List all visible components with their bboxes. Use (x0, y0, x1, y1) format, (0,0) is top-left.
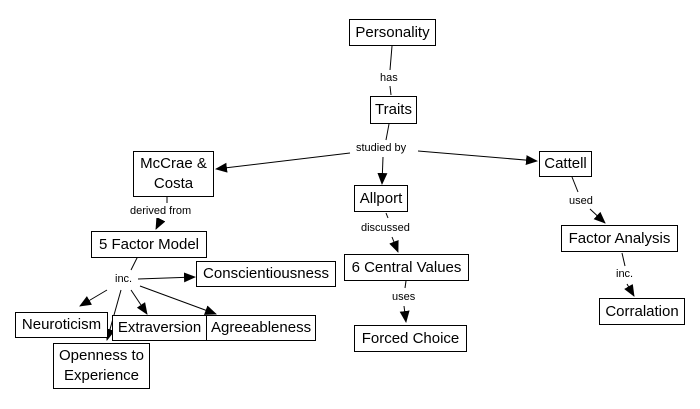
edge-inc-agreeableness (139, 285, 217, 315)
node-agreeableness[interactable]: Agreeableness (206, 315, 316, 341)
edge-5factor-inc (130, 255, 139, 271)
edge-allport-discussed (385, 212, 389, 219)
edge-derived-5factor (155, 216, 166, 230)
node-neuroticism[interactable]: Neuroticism (15, 312, 108, 338)
node-personality[interactable]: Personality (349, 19, 436, 46)
link-label-used[interactable]: used (567, 195, 595, 208)
node-six-central-values[interactable]: 6 Central Values (344, 254, 469, 281)
node-traits[interactable]: Traits (370, 96, 417, 124)
edge-traits-studied (385, 123, 390, 141)
node-factor-analysis[interactable]: Factor Analysis (561, 225, 678, 252)
link-label-uses[interactable]: uses (390, 291, 418, 304)
link-label-derived-from[interactable]: derived from (128, 205, 194, 218)
edge-studied-mccrae (215, 152, 351, 173)
edge-inc-neuroticism (79, 289, 108, 307)
node-five-factor-model[interactable]: 5 Factor Model (91, 231, 207, 258)
edge-inc-conscientiousness (137, 272, 196, 283)
node-conscientiousness[interactable]: Conscientiousness (196, 261, 336, 287)
edge-studied-cattell (417, 150, 538, 166)
edge-inc-corralation (624, 283, 635, 297)
node-corralation[interactable]: Corralation (599, 298, 685, 325)
edge-used-factor (589, 208, 606, 224)
edge-has-traits (389, 85, 392, 96)
edge-6values-uses (404, 280, 407, 289)
edge-uses-forced (399, 305, 410, 323)
node-mccrae-costa[interactable]: McCrae & Costa (133, 151, 214, 197)
edge-cattell-used (571, 176, 579, 193)
node-extraversion[interactable]: Extraversion (112, 315, 207, 341)
node-forced-choice[interactable]: Forced Choice (354, 325, 467, 352)
edge-personality-has (389, 45, 393, 71)
node-openness[interactable]: Openness to Experience (53, 343, 150, 389)
edge-discussed-6values (389, 236, 399, 253)
node-cattell[interactable]: Cattell (539, 151, 592, 177)
link-label-discussed[interactable]: discussed (359, 222, 412, 235)
edge-factor-inc (621, 252, 626, 267)
link-label-studied-by[interactable]: studied by (354, 142, 409, 155)
node-allport[interactable]: Allport (354, 185, 408, 212)
edge-inc-extraversion (130, 289, 148, 315)
link-label-inc-5factor[interactable]: inc. (113, 273, 135, 286)
link-label-inc-factor[interactable]: inc. (614, 268, 636, 281)
edge-studied-allport (377, 156, 388, 185)
link-label-has[interactable]: has (378, 72, 400, 85)
